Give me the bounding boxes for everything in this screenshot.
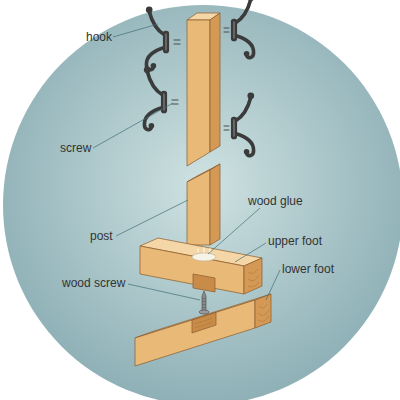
part-label: wood screw: [62, 276, 125, 290]
leader-line: [208, 208, 260, 254]
coat-hook: [146, 6, 169, 69]
coat-hook: [231, 0, 254, 58]
lower-foot-end-face: [255, 294, 271, 328]
part-label: screw: [60, 141, 91, 155]
hook-screw: [172, 28, 229, 130]
half-lap-notch: [193, 274, 215, 292]
part-label: wood glue: [248, 194, 303, 208]
leader-line: [235, 243, 266, 262]
part-label: lower foot: [282, 262, 334, 276]
leader-line: [116, 200, 188, 236]
notch-grain: [195, 318, 213, 328]
leader-line: [113, 24, 158, 37]
leader-lines: [93, 24, 280, 300]
part-label: post: [90, 229, 113, 243]
wood-screw-head: [199, 310, 209, 314]
upper-foot-front-face: [140, 246, 244, 294]
end-grain: [258, 304, 269, 321]
background-circle: [3, 5, 400, 400]
wood-screw-shaft: [202, 291, 206, 311]
post-side-face: [210, 13, 220, 152]
upper-foot-end-face: [244, 258, 262, 294]
end-grain: [248, 269, 259, 287]
lower-foot-front-face: [135, 300, 255, 366]
post-front-face: [187, 20, 210, 166]
half-lap-notch: [192, 312, 216, 333]
part-label: upper foot: [268, 234, 322, 248]
coat-hook: [231, 92, 254, 155]
post-side-face: [210, 164, 220, 245]
leader-line: [128, 284, 200, 300]
leader-line: [266, 270, 280, 300]
screw-thread: [202, 298, 206, 308]
coat-hook: [144, 66, 167, 129]
leader-line: [93, 103, 173, 148]
part-label: hook: [86, 30, 112, 44]
glue-spot: [192, 253, 216, 261]
post-front-face: [187, 170, 210, 245]
glue-drops: [198, 248, 210, 252]
